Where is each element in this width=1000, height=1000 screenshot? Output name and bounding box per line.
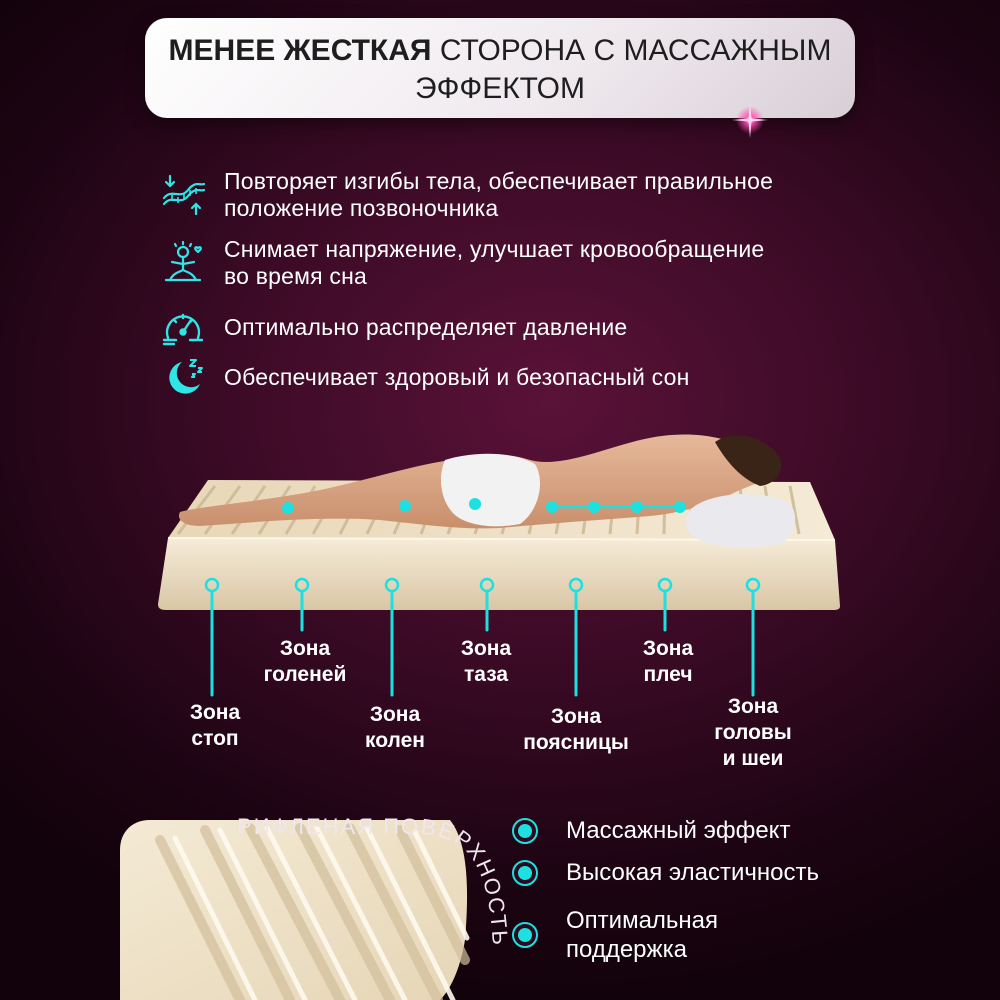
feature-spine: Повторяет изгибы тела, обеспечивает прав… (160, 168, 773, 222)
feature-sleep-line1: Обеспечивает здоровый и безопасный сон (224, 363, 690, 390)
mattress-illustration (158, 434, 840, 610)
benefit-elasticity: Высокая эластичность (512, 858, 819, 887)
relaxed-person-icon (164, 240, 202, 282)
zone-pelvis-label: Зона таза (421, 636, 551, 688)
zone-pelvis-line2: таза (463, 663, 509, 686)
zone-pelvis-line1: Зона (460, 637, 512, 660)
bullet-icon (512, 860, 538, 886)
foam-sample-image (120, 820, 470, 1000)
feature-spine-line1: Повторяет изгибы тела, обеспечивает прав… (224, 168, 774, 194)
benefit-support-line1: Оптимальная (566, 907, 719, 934)
title-rest: СТОРОНА С МАССАЖНЫМ (431, 34, 832, 67)
zone-shins-line1: Зона (279, 637, 331, 660)
feature-relax-line1: Снимает напряжение, улучшает кровообраще… (224, 236, 765, 262)
feature-spine-line2: положение позвоночника (224, 195, 499, 221)
sleep-moon-icon (169, 359, 203, 394)
zone-head-neck-label: Зона головы и шеи (688, 694, 818, 772)
zone-shins-line2: голеней (263, 663, 347, 686)
feature-relax-line2: во время сна (224, 263, 367, 289)
feature-pressure: Оптимально распределяет давление (160, 304, 627, 350)
surface-label: РИФЛЕНАЯ ПОВЕРХНОСТЬ (237, 814, 513, 948)
zone-feet-line1: Зона (189, 701, 241, 724)
zone-shins-label: Зона голеней (240, 636, 370, 688)
title-banner (145, 18, 855, 118)
benefit-massage: Массажный эффект (512, 816, 790, 845)
surface-label-text: РИФЛЕНАЯ ПОВЕРХНОСТЬ (237, 814, 511, 948)
spine-wave-icon (162, 174, 206, 216)
feature-relax: Снимает напряжение, улучшает кровообраще… (160, 236, 764, 290)
benefit-massage-text: Массажный эффект (566, 817, 791, 844)
person-figure (178, 434, 796, 548)
benefit-elasticity-text: Высокая эластичность (566, 859, 819, 886)
feature-pressure-line1: Оптимально распределяет давление (224, 313, 628, 340)
zone-shoulders-line1: Зона (642, 637, 694, 660)
title-bold: МЕНЕЕ ЖЕСТКАЯ (168, 34, 432, 67)
svg-text:РИФЛЕНАЯ ПОВЕРХНОСТЬ: РИФЛЕНАЯ ПОВЕРХНОСТЬ (237, 814, 513, 948)
benefit-support-line2: поддержка (566, 936, 687, 963)
sparkle-icon (732, 102, 768, 138)
zone-shoulders-label: Зона плеч (603, 636, 733, 688)
zone-head-line2: головы (714, 721, 792, 744)
zone-lumbar-line2: поясницы (523, 731, 629, 754)
zone-knees-line2: колен (365, 729, 425, 752)
bullet-icon (512, 818, 538, 844)
benefit-support: Оптимальная поддержка (512, 906, 718, 964)
zone-feet-label: Зона стоп (150, 700, 280, 752)
zone-knees-label: Зона колен (330, 702, 460, 754)
zone-lumbar-label: Зона поясницы (511, 704, 641, 756)
body-zone-markers (282, 498, 686, 514)
title-line-2: ЭФФЕКТОМ (415, 72, 585, 105)
feature-sleep: Обеспечивает здоровый и безопасный сон (160, 354, 690, 400)
zone-head-line1: Зона (727, 695, 779, 718)
zone-head-line3: и шеи (722, 747, 784, 770)
zone-knees-line1: Зона (369, 703, 421, 726)
zone-shoulders-line2: плеч (643, 663, 693, 686)
bullet-icon (512, 922, 538, 948)
page-title: МЕНЕЕ ЖЕСТКАЯ СТОРОНА С МАССАЖНЫМ ЭФФЕКТ… (145, 32, 855, 108)
zone-lumbar-line1: Зона (550, 705, 602, 728)
zone-leader-lines (210, 590, 755, 697)
pressure-gauge-icon (162, 313, 204, 346)
zone-feet-line2: стоп (191, 727, 239, 750)
